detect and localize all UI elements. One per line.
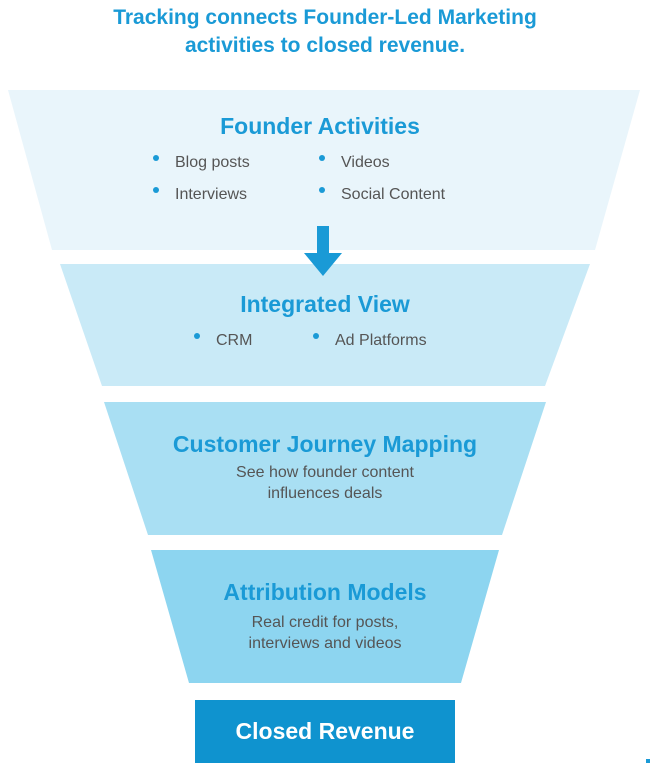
description-line: Real credit for posts,	[251, 614, 399, 631]
stage-attribution-models: Attribution Models Real credit for posts…	[151, 550, 499, 683]
bullet-label: Videos	[341, 154, 390, 171]
stage-title-attribution: Attribution Models	[223, 579, 427, 605]
bullet-list-activities: Blog posts Videos Interviews Social Cont…	[0, 140, 640, 210]
stage-4-shape	[151, 550, 499, 683]
corner-mark	[646, 759, 650, 763]
bullet-dot-icon	[319, 187, 325, 193]
title-line-1: Tracking connects Founder-Led Marketing	[113, 6, 537, 29]
stage-description: Real credit for posts, interviews and vi…	[151, 612, 499, 654]
stage-founder-activities: Founder Activities Blog posts Videos Int…	[0, 90, 640, 250]
stage-integrated-view: Integrated View CRM Ad Platforms	[60, 264, 590, 386]
list-item: Social Content	[319, 186, 445, 204]
list-item: Videos	[319, 154, 390, 172]
bullet-dot-icon	[313, 333, 319, 339]
down-arrow-icon	[304, 226, 342, 276]
stage-title-founder-activities: Founder Activities	[220, 113, 420, 139]
list-item: Ad Platforms	[313, 332, 427, 350]
bullet-dot-icon	[153, 187, 159, 193]
list-item: Blog posts	[153, 154, 250, 172]
bullet-label: Interviews	[175, 186, 248, 203]
description-line: See how founder content	[236, 464, 414, 481]
bullet-list-integrated: CRM Ad Platforms	[60, 318, 590, 358]
bullet-dot-icon	[319, 155, 325, 161]
description-line: interviews and videos	[248, 635, 402, 652]
title-line-2: activities to closed revenue.	[184, 34, 466, 57]
diagram-title: Tracking connects Founder-Led Marketing …	[0, 4, 650, 60]
closed-revenue-label: Closed Revenue	[235, 718, 415, 744]
bullet-label: Social Content	[341, 186, 446, 203]
bullet-dot-icon	[194, 333, 200, 339]
description-line: influences deals	[267, 485, 383, 502]
stage-title-integrated-view: Integrated View	[240, 291, 410, 317]
bullet-label: Blog posts	[175, 154, 250, 171]
list-item: Interviews	[153, 186, 247, 204]
stage-2-shape	[60, 264, 590, 386]
bullet-dot-icon	[153, 155, 159, 161]
closed-revenue-box: Closed Revenue	[195, 700, 455, 763]
stage-customer-journey: Customer Journey Mapping See how founder…	[104, 402, 546, 535]
stage-description: See how founder content influences deals	[104, 462, 546, 504]
bullet-label: CRM	[216, 332, 253, 349]
stage-1-shape	[8, 90, 640, 250]
stage-title-customer-journey: Customer Journey Mapping	[172, 431, 478, 457]
stage-3-shape	[104, 402, 546, 535]
bullet-label: Ad Platforms	[335, 332, 427, 349]
list-item: CRM	[194, 332, 252, 350]
